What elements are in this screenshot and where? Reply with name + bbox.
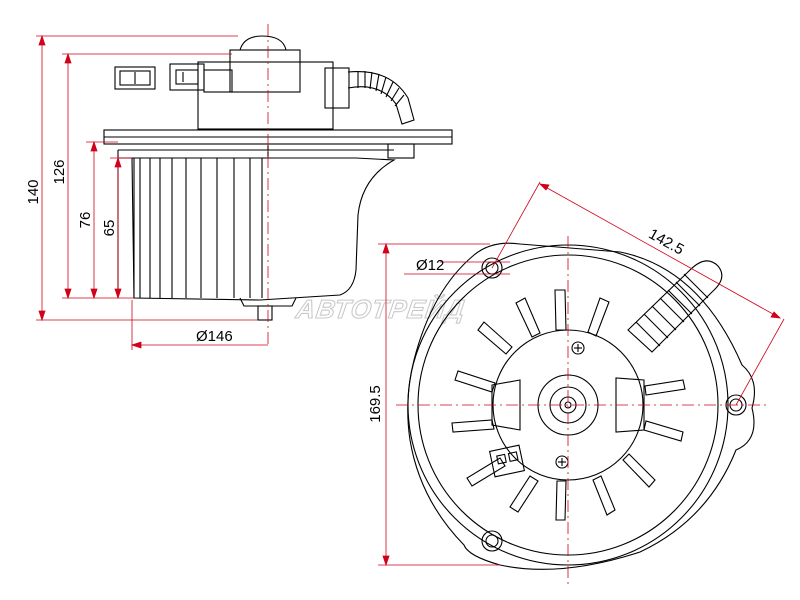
wire-grommet [627, 260, 723, 353]
dim-bolt-hole-diameter: Ø12 [416, 257, 444, 274]
motor-body [197, 35, 350, 130]
dim-wheel-height: 65 [101, 220, 118, 237]
terminal-block [488, 444, 526, 478]
top-view [396, 236, 768, 584]
dim-bolt-spacing: 142.5 [646, 226, 687, 259]
dim-flange-span: 169.5 [367, 385, 384, 423]
connector-socket [169, 63, 233, 93]
bolt-hole-bottom-left [481, 530, 503, 552]
dim-overall-height: 140 [25, 179, 42, 204]
dim-housing-height: 76 [77, 212, 94, 229]
screw-top [571, 341, 585, 355]
side-view-dimensions [36, 34, 268, 350]
watermark: АВТОТРЕЙД [293, 294, 467, 324]
dim-flange-height: 126 [51, 159, 68, 184]
top-view-dimensions [378, 181, 785, 567]
dim-wheel-diameter: Ø146 [196, 328, 233, 345]
flange-plate [103, 129, 453, 159]
connector-plug [114, 66, 156, 90]
side-view [103, 24, 453, 345]
screw-bottom [555, 455, 569, 469]
wire-harness [347, 70, 415, 125]
